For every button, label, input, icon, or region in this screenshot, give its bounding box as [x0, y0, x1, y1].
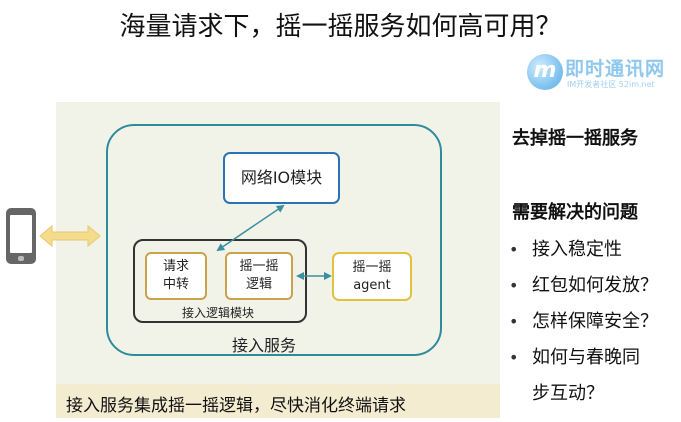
- smartphone-icon: [6, 208, 36, 264]
- problem-text: 怎样保障安全？: [532, 311, 658, 332]
- logo-subtitle: IM开发者社区 52im.net: [567, 80, 655, 89]
- shake-logic-line-1: 摇一摇: [239, 259, 279, 274]
- logo-mark-icon: m: [527, 54, 563, 90]
- shake-agent-box: 摇一摇 agent: [332, 252, 412, 301]
- page-title: 海量请求下，摇一摇服务如何高可用？: [119, 12, 562, 42]
- io-to-logic-connector: [216, 204, 285, 252]
- problem-item: • 如何与春晚同 步互动？: [505, 340, 681, 412]
- request-relay-line-1: 请求: [162, 259, 189, 274]
- shake-logic-box: 摇一摇 逻辑: [225, 252, 293, 300]
- remove-service-heading: 去掉摇一摇服务: [512, 128, 638, 149]
- shake-agent-line-1: 摇一摇: [352, 259, 392, 275]
- logo-name: 即时通讯网: [565, 58, 666, 80]
- shake-agent-line-2: agent: [353, 277, 391, 293]
- problem-text-continued: 步互动？: [532, 383, 604, 404]
- problem-text: 如何与春晚同: [532, 347, 640, 368]
- bullet-icon: •: [509, 240, 519, 259]
- shake-logic-line-2: 逻辑: [245, 277, 272, 292]
- access-service-box: [106, 124, 442, 356]
- phone-screen: [10, 215, 32, 253]
- bullet-icon: •: [509, 312, 519, 331]
- access-logic-module-label: 接入逻辑模块: [182, 306, 255, 320]
- bullet-icon: •: [509, 276, 519, 295]
- problem-text: 红包如何发放？: [532, 275, 658, 296]
- problem-item: • 红包如何发放？: [505, 268, 681, 304]
- double-arrow-icon: [39, 224, 101, 248]
- problem-item: • 接入稳定性: [505, 232, 681, 268]
- caption-text: 接入服务集成摇一摇逻辑，尽快消化终端请求: [66, 396, 406, 416]
- brand-logo: m 即时通讯网 IM开发者社区 52im.net: [527, 52, 677, 94]
- network-io-module: 网络IO模块: [223, 152, 340, 204]
- problem-item: • 怎样保障安全？: [505, 304, 681, 340]
- request-relay-box: 请求 中转: [145, 252, 207, 300]
- request-relay-line-2: 中转: [162, 277, 189, 292]
- problem-list: • 接入稳定性 • 红包如何发放？ • 怎样保障安全？ • 如何与春晚同 步互动…: [505, 232, 681, 412]
- bullet-icon: •: [509, 348, 519, 367]
- phone-home-button: [18, 256, 24, 261]
- problem-text: 接入稳定性: [532, 239, 622, 260]
- caption-bar: [56, 384, 500, 418]
- access-service-label: 接入服务: [232, 336, 297, 355]
- problems-heading: 需要解决的问题: [512, 202, 638, 223]
